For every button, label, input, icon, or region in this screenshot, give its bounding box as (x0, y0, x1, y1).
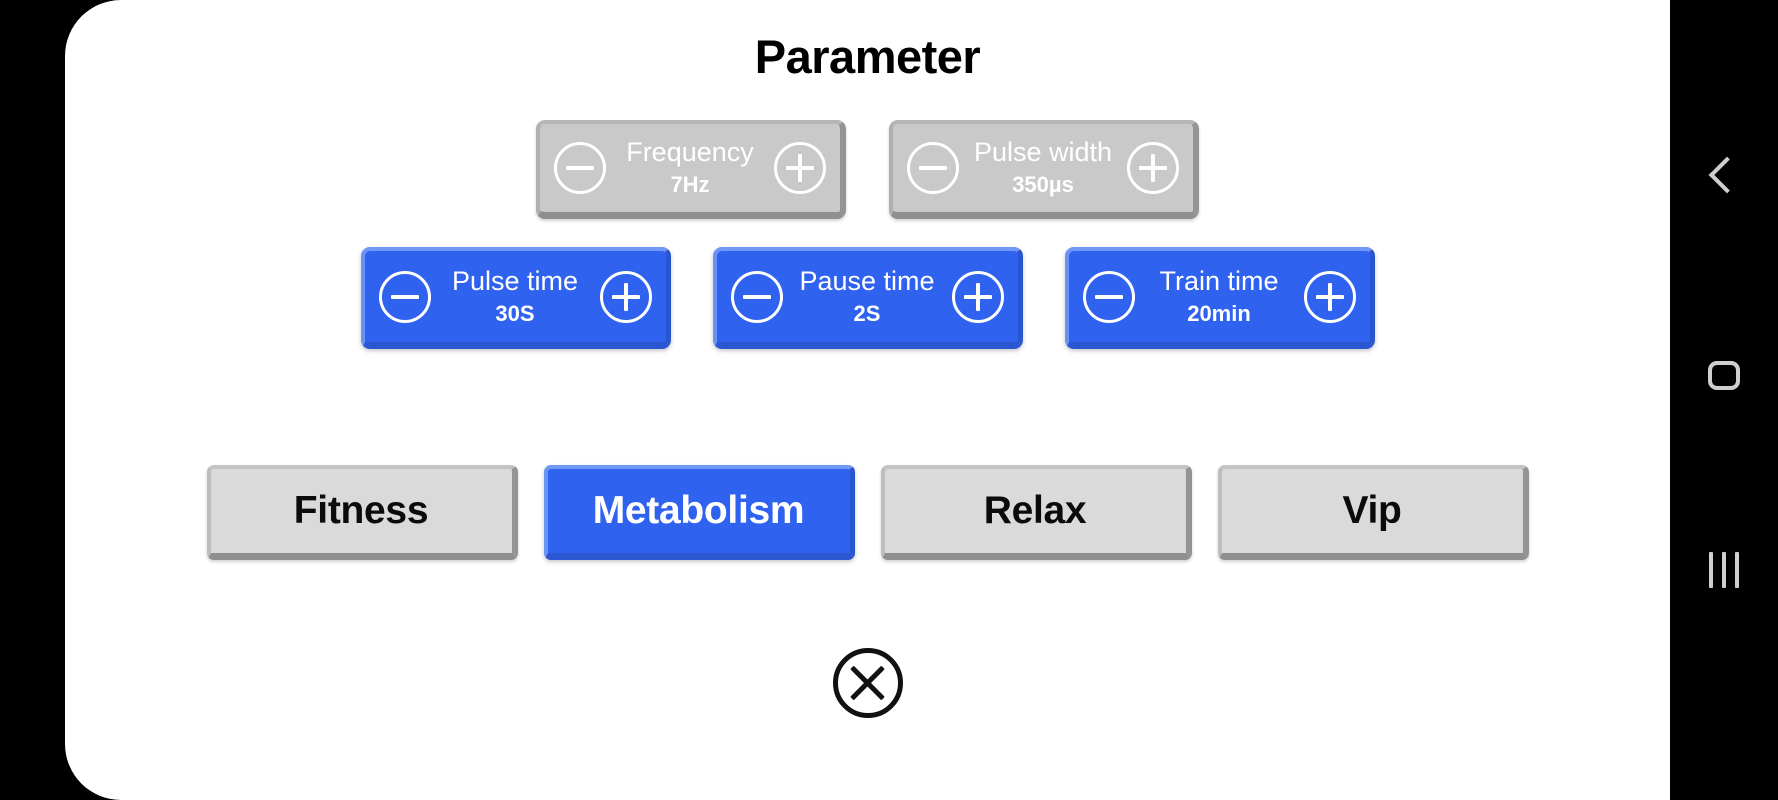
mode-button-relax[interactable]: Relax (880, 465, 1192, 560)
home-icon[interactable] (1670, 340, 1778, 410)
stepper-pulse-width-labels: Pulse width 350µs (959, 135, 1127, 201)
android-navigation-bar (1670, 0, 1778, 800)
stepper-pause-time-labels: Pause time 2S (783, 264, 952, 330)
parameter-dialog: Parameter Frequency 7Hz Pulse width 350µ… (65, 0, 1670, 800)
mode-button-metabolism[interactable]: Metabolism (543, 465, 855, 560)
stepper-pulse-time[interactable]: Pulse time 30S (360, 247, 671, 349)
minus-icon[interactable] (1082, 270, 1135, 323)
plus-icon[interactable] (1303, 270, 1356, 323)
stepper-pulse-width-value: 350µs (1012, 172, 1074, 197)
page-title: Parameter (754, 30, 981, 83)
three-bars-glyph (1709, 552, 1739, 588)
minus-icon[interactable] (730, 270, 783, 323)
stepper-frequency-labels: Frequency 7Hz (606, 135, 774, 201)
stepper-row-timing: Pulse time 30S Pause time 2S Train time … (65, 247, 1670, 349)
chevron-left-glyph (1708, 156, 1746, 194)
stepper-pause-time-label: Pause time (799, 265, 935, 296)
bar-3 (1735, 552, 1739, 588)
plus-icon[interactable] (599, 270, 652, 323)
stepper-pause-time-value: 2S (853, 300, 881, 326)
back-icon[interactable] (1670, 140, 1778, 210)
close-icon[interactable] (832, 648, 903, 718)
mode-button-fitness[interactable]: Fitness (206, 465, 518, 560)
stepper-pause-time[interactable]: Pause time 2S (712, 247, 1023, 349)
stepper-frequency-label: Frequency (626, 137, 754, 167)
recents-icon[interactable] (1670, 535, 1778, 605)
minus-icon[interactable] (378, 270, 431, 323)
stepper-frequency-value: 7Hz (670, 172, 710, 197)
stepper-pulse-width[interactable]: Pulse width 350µs (889, 120, 1199, 219)
stepper-train-time-labels: Train time 20min (1135, 264, 1304, 330)
stepper-train-time[interactable]: Train time 20min (1064, 247, 1375, 349)
stepper-pulse-width-label: Pulse width (973, 137, 1113, 167)
plus-icon[interactable] (774, 142, 826, 194)
stepper-row-primary: Frequency 7Hz Pulse width 350µs (65, 120, 1670, 219)
stepper-pulse-time-label: Pulse time (451, 265, 579, 296)
stepper-pulse-time-labels: Pulse time 30S (431, 264, 600, 330)
bar-1 (1709, 552, 1713, 588)
stepper-train-time-label: Train time (1159, 265, 1279, 296)
plus-icon[interactable] (951, 270, 1004, 323)
mode-button-row: Fitness Metabolism Relax Vip (65, 465, 1670, 560)
rounded-square-glyph (1708, 360, 1740, 390)
stepper-train-time-value: 20min (1187, 300, 1251, 326)
stepper-pulse-time-value: 30S (495, 300, 535, 326)
mode-button-vip[interactable]: Vip (1217, 465, 1529, 560)
minus-icon[interactable] (554, 142, 606, 194)
plus-icon[interactable] (1127, 142, 1179, 194)
stepper-frequency[interactable]: Frequency 7Hz (536, 120, 846, 219)
minus-icon[interactable] (907, 142, 959, 194)
bar-2 (1722, 552, 1726, 588)
